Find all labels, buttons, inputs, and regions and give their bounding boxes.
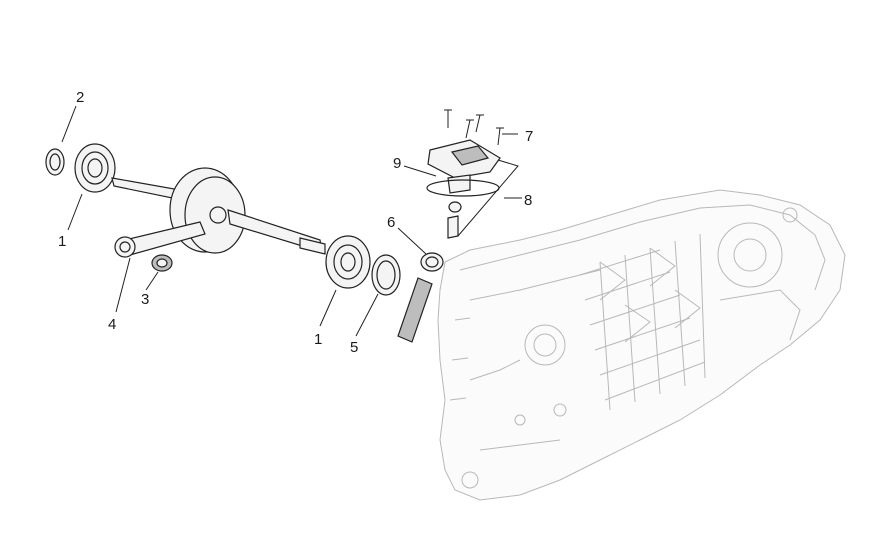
callout-2: 2 xyxy=(76,89,84,106)
callout-9: 9 xyxy=(393,155,401,172)
left-oil-seal xyxy=(45,148,65,176)
hose-clamp xyxy=(420,252,444,272)
callout-8: 8 xyxy=(524,192,532,209)
oil-pipe xyxy=(397,277,433,343)
callout-1-left: 1 xyxy=(58,233,66,250)
callout-4: 4 xyxy=(108,316,116,333)
callout-3: 3 xyxy=(141,291,149,308)
callout-1-right: 1 xyxy=(314,331,322,348)
pump-screws xyxy=(444,109,504,146)
pump-fitting xyxy=(447,201,462,239)
callout-7: 7 xyxy=(525,128,533,145)
right-ball-bearing xyxy=(325,235,371,289)
left-ball-bearing xyxy=(74,143,116,193)
callout-6: 6 xyxy=(387,214,395,231)
leader-lines xyxy=(61,105,522,337)
crankshaft xyxy=(111,167,326,258)
callout-5: 5 xyxy=(350,339,358,356)
needle-bearing xyxy=(151,254,173,272)
right-oil-seal xyxy=(371,254,401,296)
crankcase-housing xyxy=(437,189,846,501)
oil-pump xyxy=(427,139,501,194)
